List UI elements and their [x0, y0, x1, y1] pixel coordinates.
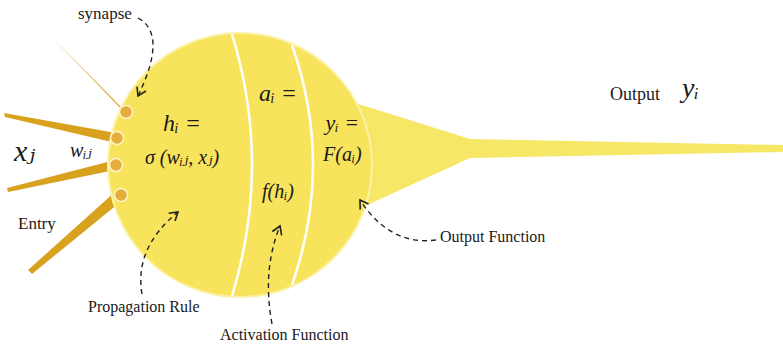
callout-label: Activation Function [220, 326, 348, 344]
synapse-dot [115, 189, 128, 202]
compartment-divider [232, 34, 252, 296]
entry-label: Entry [18, 214, 56, 234]
weight-symbol: wᵢⱼ [70, 139, 92, 162]
formula-body: σ (wᵢⱼ, xⱼ) [145, 146, 219, 169]
output-label: Output [610, 84, 660, 105]
formula-body: F(aᵢ) [323, 143, 362, 166]
formula-head: aᵢ = [259, 80, 297, 108]
output-symbol: yᵢ [682, 72, 699, 104]
formula-head: hᵢ = [163, 110, 201, 138]
formula-head: yᵢ = [326, 110, 360, 135]
leader-line [141, 212, 178, 294]
soma-circle [108, 33, 372, 297]
dendrite [42, 27, 128, 116]
synapse-label: synapse [78, 4, 132, 24]
formula-body: f(hᵢ) [262, 180, 294, 203]
synapse-dot [111, 132, 124, 145]
leader-line [138, 18, 153, 96]
propagation-compartment: hᵢ = σ (wᵢⱼ, xⱼ) [145, 110, 219, 169]
axon [330, 95, 783, 222]
output-compartment: yᵢ = F(aᵢ) [323, 110, 362, 166]
leader-line [360, 200, 436, 241]
synapse-dot [120, 106, 133, 119]
synapse-dot [110, 159, 123, 172]
leader-line [268, 226, 280, 324]
input-symbol: xⱼ [14, 134, 35, 169]
callout-label: Output Function [440, 228, 545, 246]
callout-label: Propagation Rule [88, 298, 200, 316]
activation-compartment: aᵢ = f(hᵢ) [259, 80, 297, 203]
